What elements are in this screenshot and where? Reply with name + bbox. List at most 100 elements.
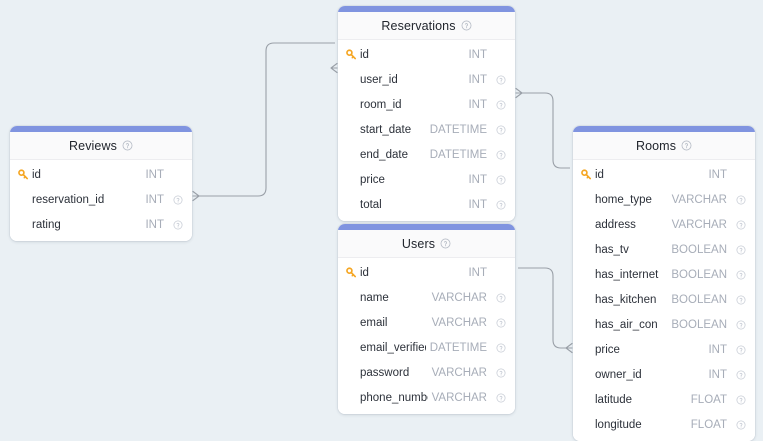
info-circle-icon[interactable] [727, 195, 746, 205]
field-type: BOOLEAN [671, 293, 727, 306]
info-circle-icon[interactable] [487, 368, 506, 378]
field-name: email [360, 316, 388, 329]
field-row[interactable]: phone_numberVARCHAR [338, 385, 515, 410]
relationship-reviews-reservations[interactable] [192, 42, 338, 202]
field-type: VARCHAR [671, 193, 727, 206]
field-row[interactable]: password VARCHAR [338, 360, 515, 385]
info-circle-icon[interactable] [487, 175, 506, 185]
info-circle-icon[interactable] [681, 140, 692, 151]
field-name: name [360, 291, 389, 304]
field-row[interactable]: total INT [338, 192, 515, 217]
field-name: total [360, 198, 382, 211]
info-circle-icon[interactable] [122, 140, 133, 151]
relationship-users-rooms[interactable] [518, 267, 573, 354]
field-row[interactable]: end_date DATETIME [338, 142, 515, 167]
field-type: VARCHAR [431, 391, 487, 404]
field-name: password [360, 366, 410, 379]
info-circle-icon[interactable] [727, 420, 746, 430]
field-name: id [595, 168, 604, 181]
info-circle-icon[interactable] [727, 295, 746, 305]
field-type: INT [145, 193, 164, 206]
table-header-reviews[interactable]: Reviews [10, 132, 192, 160]
field-name: rating [32, 218, 61, 231]
field-row[interactable]: home_type VARCHAR [573, 187, 755, 212]
info-circle-icon[interactable] [487, 293, 506, 303]
field-name: id [32, 168, 41, 181]
field-name: room_id [360, 98, 402, 111]
info-circle-icon[interactable] [727, 320, 746, 330]
field-name: id [360, 48, 369, 61]
field-row[interactable]: rating INT [10, 212, 192, 237]
table-header-users[interactable]: Users [338, 230, 515, 258]
table-accent-bar [338, 6, 515, 12]
info-circle-icon[interactable] [461, 20, 472, 31]
table-name: Rooms [635, 138, 677, 153]
key-icon [346, 267, 359, 278]
info-circle-icon[interactable] [487, 150, 506, 160]
info-circle-icon[interactable] [440, 238, 451, 249]
info-circle-icon[interactable] [487, 100, 506, 110]
field-type: VARCHAR [431, 366, 487, 379]
key-icon [581, 169, 594, 180]
info-circle-icon[interactable] [487, 125, 506, 135]
field-type: DATETIME [429, 123, 487, 136]
field-type: INT [468, 198, 487, 211]
field-type: BOOLEAN [671, 268, 727, 281]
info-circle-icon[interactable] [727, 395, 746, 405]
info-circle-icon[interactable] [487, 343, 506, 353]
field-name: home_type [595, 193, 652, 206]
info-circle-icon[interactable] [727, 245, 746, 255]
table-header-reservations[interactable]: Reservations [338, 12, 515, 40]
info-circle-icon[interactable] [727, 270, 746, 280]
info-circle-icon[interactable] [487, 318, 506, 328]
field-name: latitude [595, 393, 633, 406]
field-type: DATETIME [429, 148, 487, 161]
info-circle-icon[interactable] [727, 345, 746, 355]
info-circle-icon[interactable] [487, 200, 506, 210]
field-row[interactable]: room_id INT [338, 92, 515, 117]
table-name: Reservations [381, 18, 456, 33]
key-icon [346, 49, 359, 60]
info-circle-icon[interactable] [487, 75, 506, 85]
field-type: INT [468, 98, 487, 111]
field-type: VARCHAR [671, 218, 727, 231]
info-circle-icon[interactable] [727, 220, 746, 230]
field-name: end_date [360, 148, 408, 161]
field-name: email_verified_at [360, 341, 426, 354]
info-circle-icon[interactable] [727, 370, 746, 380]
field-type: INT [468, 173, 487, 186]
info-circle-icon[interactable] [487, 393, 506, 403]
field-type: INT [145, 218, 164, 231]
field-type: FLOAT [690, 418, 727, 431]
info-circle-icon[interactable] [164, 195, 183, 205]
relationship-reservations-rooms[interactable] [515, 87, 570, 169]
table-header-rooms[interactable]: Rooms [573, 132, 755, 160]
field-row[interactable]: email_verified_atDATETIME [338, 335, 515, 360]
info-circle-icon[interactable] [164, 220, 183, 230]
